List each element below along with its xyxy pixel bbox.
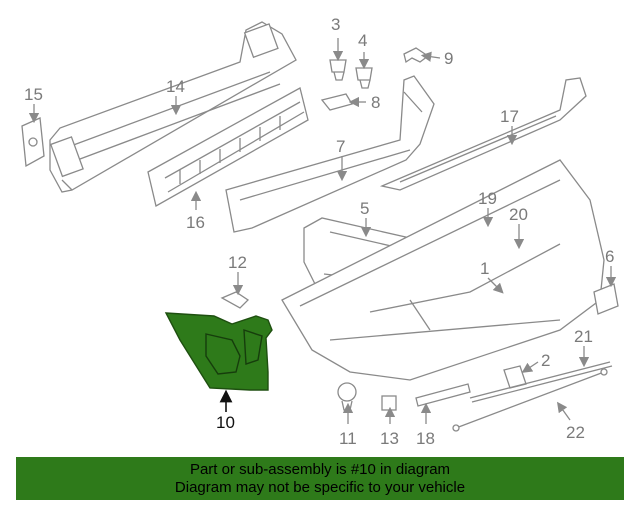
part-7-side-bracket[interactable] [225, 75, 435, 233]
callout-labels: 3 4 9 8 14 15 7 17 16 5 19 20 1 6 12 2 2… [24, 15, 614, 448]
callout-8: 8 [371, 93, 380, 112]
part-21-wire[interactable] [469, 361, 613, 403]
callout-14: 14 [166, 77, 185, 96]
part-13-clip[interactable] [381, 395, 397, 411]
callout-15: 15 [24, 85, 43, 104]
part-3-clip[interactable] [329, 59, 347, 81]
callout-11: 11 [339, 429, 357, 448]
part-11-clip[interactable] [337, 382, 357, 411]
callout-22: 22 [566, 423, 585, 442]
callout-3: 3 [331, 15, 340, 34]
info-banner: Part or sub-assembly is #10 in diagram D… [16, 457, 624, 500]
callout-5: 5 [360, 199, 369, 218]
callout-1: 1 [480, 259, 489, 278]
part-18-trim-bar[interactable] [415, 383, 471, 407]
parts-diagram: 3 4 9 8 14 15 7 17 16 5 19 20 1 6 12 2 2… [21, 15, 619, 448]
callout-10: 10 [216, 413, 235, 432]
part-9-clip[interactable] [403, 47, 430, 64]
callout-16: 16 [186, 213, 205, 232]
banner-line-1: Part or sub-assembly is #10 in diagram [189, 461, 451, 478]
callout-7: 7 [336, 137, 345, 156]
callout-6: 6 [605, 247, 614, 266]
callout-13: 13 [380, 429, 399, 448]
callout-21: 21 [574, 327, 593, 346]
callout-20: 20 [509, 205, 528, 224]
callout-18: 18 [416, 429, 435, 448]
callout-17: 17 [500, 107, 519, 126]
callout-12: 12 [228, 253, 247, 272]
callout-19: 19 [478, 189, 497, 208]
callout-9: 9 [444, 49, 453, 68]
callout-4: 4 [358, 31, 367, 50]
part-8-pad[interactable] [320, 93, 353, 111]
part-22-cable[interactable] [452, 368, 608, 432]
callout-leaders [28, 38, 617, 424]
part-10-highlighted-bracket[interactable] [164, 312, 273, 391]
part-16-energy-absorber[interactable] [147, 87, 309, 207]
banner-line-2: Diagram may not be specific to your vehi… [174, 479, 466, 496]
part-4-clip[interactable] [355, 67, 373, 89]
part-12-bracket[interactable] [220, 291, 250, 309]
part-15-bracket[interactable] [21, 117, 45, 168]
part-17-trim-strip[interactable] [379, 77, 587, 191]
callout-2: 2 [541, 351, 550, 370]
